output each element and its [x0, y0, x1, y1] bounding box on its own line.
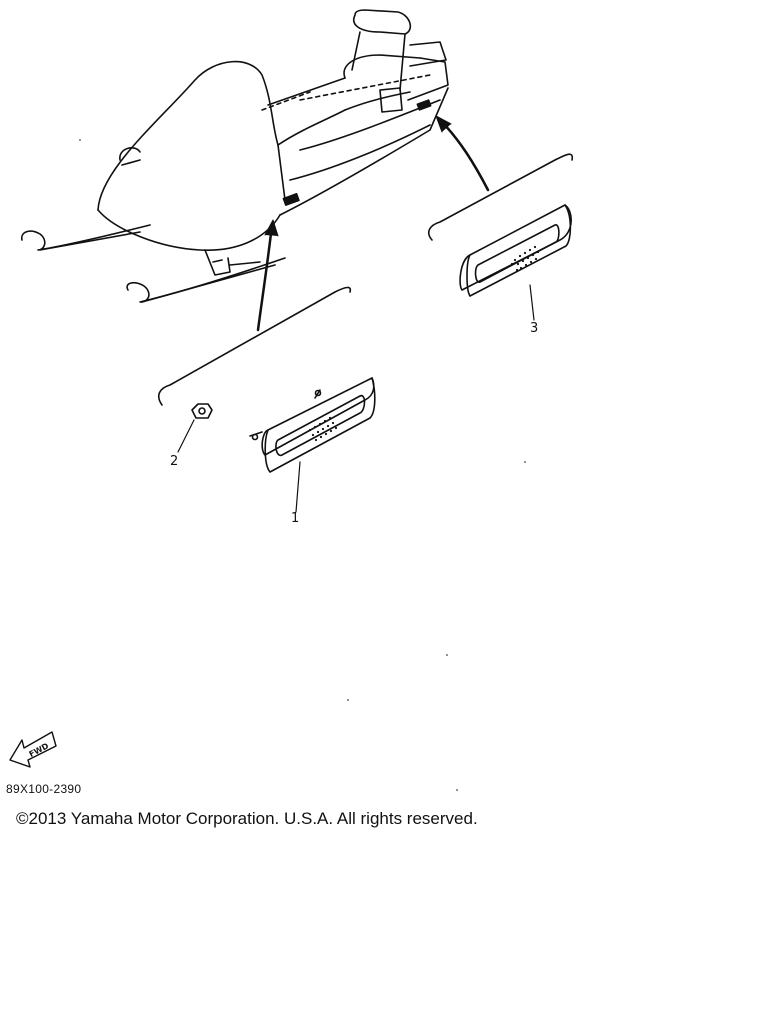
- snowmobile-illustration: [20, 9, 449, 303]
- reflector-rear: [428, 153, 574, 321]
- assembly-arrow-rear: [435, 115, 490, 192]
- callout-number-1: 1: [291, 511, 300, 526]
- callout-number-2: 2: [170, 454, 179, 469]
- copyright-notice: ©2013 Yamaha Motor Corporation. U.S.A. A…: [16, 809, 478, 828]
- nut-part: [177, 403, 213, 453]
- assembly-arrow-side: [256, 219, 279, 332]
- callout-number-3: 3: [530, 321, 539, 336]
- drawing-code: 89X100-2390: [6, 782, 82, 796]
- reflector-side: [158, 286, 376, 513]
- forward-direction-icon: FWD: [9, 731, 57, 768]
